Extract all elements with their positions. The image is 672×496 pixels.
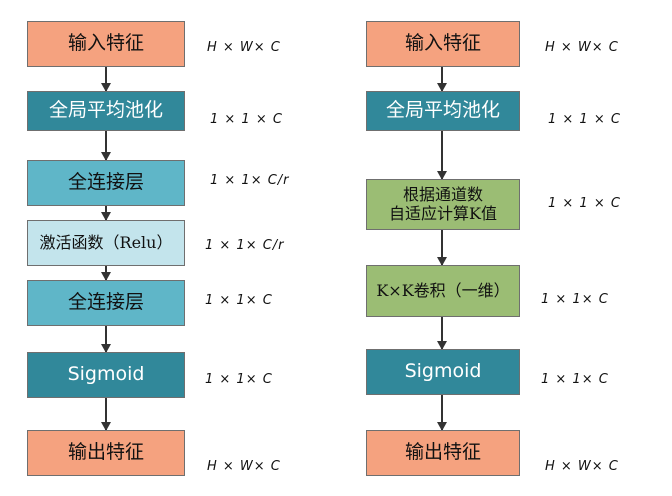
right-conv-dim-label: 1 × 1× C: [541, 292, 609, 307]
right-input-feature-node: 输入特征: [366, 21, 520, 67]
right-arrow-2: [437, 131, 447, 180]
left-arrow-1: [101, 67, 111, 92]
left-fc2-dim-label: 1 × 1× C: [205, 293, 273, 308]
right-gap-dim-label: 1 × 1 × C: [548, 112, 621, 127]
right-input-dim-label: H × W× C: [545, 40, 619, 55]
left-output-dim-label: H × W× C: [207, 459, 281, 474]
left-sigmoid-node: Sigmoid: [27, 352, 185, 398]
right-kxk-conv1d-node: K×K卷积（一维）: [366, 265, 520, 317]
left-input-dim-label: H × W× C: [207, 40, 281, 55]
right-sigmoid-dim-label: 1 × 1× C: [541, 372, 609, 387]
left-arrow-5: [101, 326, 111, 353]
right-arrow-5: [437, 395, 447, 431]
left-global-avg-pool-node: 全局平均池化: [27, 91, 185, 131]
left-gap-dim-label: 1 × 1 × C: [210, 112, 283, 127]
left-arrow-2: [101, 131, 111, 161]
left-output-feature-node: 输出特征: [27, 430, 185, 476]
right-global-avg-pool-node: 全局平均池化: [366, 91, 520, 131]
left-fc1-dim-label: 1 × 1× C/r: [210, 173, 290, 188]
left-arrow-3: [101, 206, 111, 221]
left-arrow-4: [101, 266, 111, 281]
left-input-feature-node: 输入特征: [27, 21, 185, 67]
left-sigmoid-dim-label: 1 × 1× C: [205, 372, 273, 387]
right-adaptive-k-dim-label: 1 × 1 × C: [548, 196, 621, 211]
left-arrow-6: [101, 398, 111, 431]
right-arrow-1: [437, 67, 447, 92]
left-activation-relu-node: 激活函数（Relu）: [27, 220, 185, 266]
left-fc-layer-1-node: 全连接层: [27, 160, 185, 206]
left-relu-dim-label: 1 × 1× C/r: [205, 238, 285, 253]
right-output-dim-label: H × W× C: [545, 459, 619, 474]
right-output-feature-node: 输出特征: [366, 430, 520, 476]
right-arrow-3: [437, 230, 447, 266]
right-arrow-4: [437, 317, 447, 350]
right-sigmoid-node: Sigmoid: [366, 349, 520, 395]
right-adaptive-k-node: 根据通道数 自适应计算K值: [366, 179, 520, 230]
left-fc-layer-2-node: 全连接层: [27, 280, 185, 326]
